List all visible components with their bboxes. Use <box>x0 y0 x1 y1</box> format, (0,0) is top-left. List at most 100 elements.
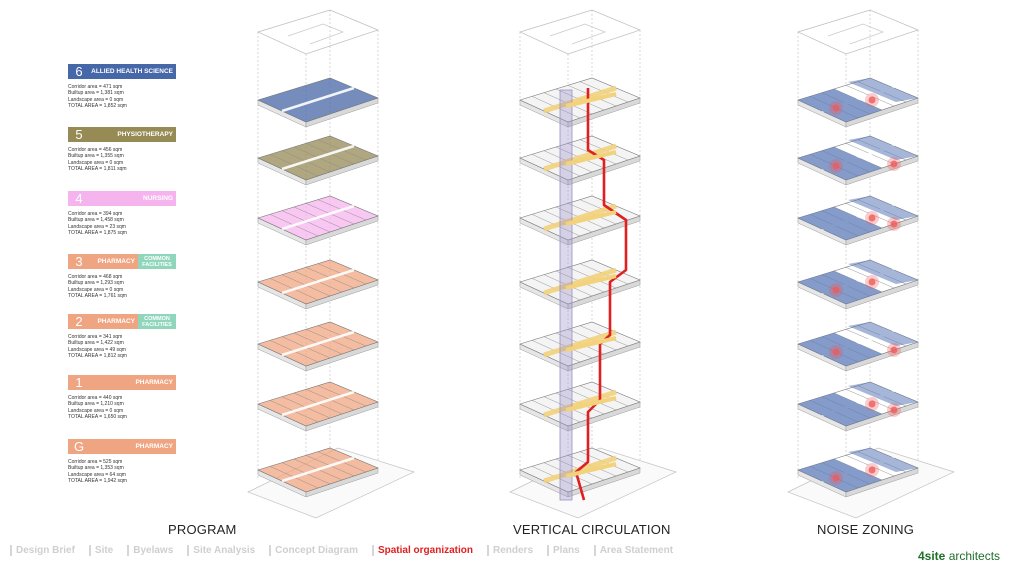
noise-source-dot <box>832 104 840 112</box>
nav-item-area-statement[interactable]: Area Statement <box>593 545 677 556</box>
floor-banner: 5 PHYSIOTHERAPY <box>68 127 176 142</box>
quiet-zone <box>848 322 918 346</box>
roof-outline <box>797 9 919 55</box>
quiet-zone <box>798 147 882 180</box>
noise-source-dot <box>868 466 876 474</box>
noise-source-dot <box>832 348 840 356</box>
stat-landscape: Landscape area = 0 sqm <box>68 286 124 293</box>
stat-corridor: Corridor area = 471 sqm <box>68 84 123 90</box>
floor-connector <box>565 210 617 226</box>
nav-item-plans[interactable]: Plans <box>547 545 584 556</box>
quiet-zone <box>798 393 882 426</box>
noise-stack <box>787 9 955 519</box>
circulation-stack <box>509 9 677 519</box>
noise-source-dot <box>868 278 876 286</box>
staircase-circulation-path <box>574 88 628 501</box>
floor-number: 3 <box>75 254 83 269</box>
stat-landscape: Landscape area = 49 sqm <box>68 346 126 353</box>
stat-total: TOTAL AREA = 1,942 sqm <box>68 478 127 485</box>
noise-source-dot <box>890 346 898 354</box>
stat-corridor: Corridor area = 456 sqm <box>68 147 123 153</box>
stat-landscape: Landscape area = 64 sqm <box>68 471 126 478</box>
noise-source-dot <box>868 400 876 408</box>
floor-number: 1 <box>75 375 83 390</box>
lift-shaft <box>559 89 573 501</box>
floor-connector <box>565 336 617 352</box>
floor-connector <box>565 150 617 166</box>
nav-item-spatial-organization[interactable]: Spatial organization <box>371 545 477 556</box>
corridor-band <box>281 144 355 171</box>
stat-landscape: Landscape area = 23 sqm <box>68 223 126 230</box>
bottom-navigation: Design Brief Site Byelaws Site Analysis Conc… <box>10 545 687 556</box>
noise-source-dot <box>868 96 876 104</box>
program-title: PROGRAM <box>168 522 237 537</box>
vertical-circulation-title: VERTICAL CIRCULATION <box>513 522 671 537</box>
floor-number: 5 <box>75 127 83 142</box>
stat-landscape: Landscape area = 0 sqm <box>68 96 124 103</box>
floor-program-name: PHARMACY <box>97 318 135 325</box>
corridor-band <box>543 329 617 358</box>
floor-connector <box>565 274 617 290</box>
stat-landscape: Landscape area = 0 sqm <box>68 159 124 166</box>
quiet-zone <box>848 260 918 284</box>
quiet-zone <box>848 136 918 160</box>
noise-source-dot <box>832 162 840 170</box>
floor-program-name: PHARMACY <box>135 443 173 450</box>
floor-number: 6 <box>75 64 83 79</box>
nav-item-byelaws[interactable]: Byelaws <box>127 545 177 556</box>
nav-item-design-brief[interactable]: Design Brief <box>10 545 79 556</box>
floor-banner: 6 ALLIED HEALTH SCIENCE <box>68 64 176 79</box>
floor-program-name: ALLIED HEALTH SCIENCE <box>91 68 173 75</box>
stat-corridor: Corridor area = 468 sqm <box>68 274 123 280</box>
corridor-band <box>281 86 355 113</box>
floor-banner: 4 NURSING <box>68 191 176 206</box>
noise-source-dot <box>868 214 876 222</box>
corridor-band <box>543 203 617 232</box>
brand-name-rest: architects <box>945 549 1001 563</box>
stat-total: TOTAL AREA = 1,875 sqm <box>68 230 127 237</box>
quiet-zone <box>848 382 918 406</box>
corridor-band <box>543 389 617 418</box>
floor-number: 4 <box>75 191 83 206</box>
noise-source-dot <box>832 474 840 482</box>
floor-program-name: PHARMACY <box>97 258 135 265</box>
stat-total: TOTAL AREA = 1,812 sqm <box>68 353 127 360</box>
floor-secondary-program: COMMON FACILITIES <box>138 314 176 329</box>
stat-corridor: Corridor area = 525 sqm <box>68 459 123 465</box>
floor-program-name: NURSING <box>143 195 173 202</box>
floor-number: 2 <box>75 314 83 329</box>
roof-structure <box>549 23 606 45</box>
roof-structure <box>287 23 344 45</box>
stat-total: TOTAL AREA = 1,650 sqm <box>68 414 127 421</box>
floor-program-name: PHARMACY <box>135 379 173 386</box>
nav-item-renders[interactable]: Renders <box>486 545 537 556</box>
noise-source-dot <box>890 160 898 168</box>
quiet-zone <box>848 448 918 472</box>
legend-floor-6: 6 ALLIED HEALTH SCIENCE Corridor area = 47… <box>68 64 176 110</box>
nav-item-site-analysis[interactable]: Site Analysis <box>187 545 259 556</box>
quiet-zone <box>798 207 882 240</box>
nav-item-concept-diagram[interactable]: Concept Diagram <box>269 545 362 556</box>
floor-program-name: PHYSIOTHERAPY <box>117 131 173 138</box>
corridor-band <box>281 456 355 483</box>
floor-connector <box>565 92 617 108</box>
brand-name-bold: 4site <box>918 549 946 563</box>
stat-builtup: Builtup area = 1,353 sqm <box>68 465 124 472</box>
brand-logo: 4site architects <box>918 549 1000 563</box>
roof-outline <box>257 9 379 55</box>
nav-item-site[interactable]: Site <box>88 545 117 556</box>
program-stack <box>247 9 415 519</box>
